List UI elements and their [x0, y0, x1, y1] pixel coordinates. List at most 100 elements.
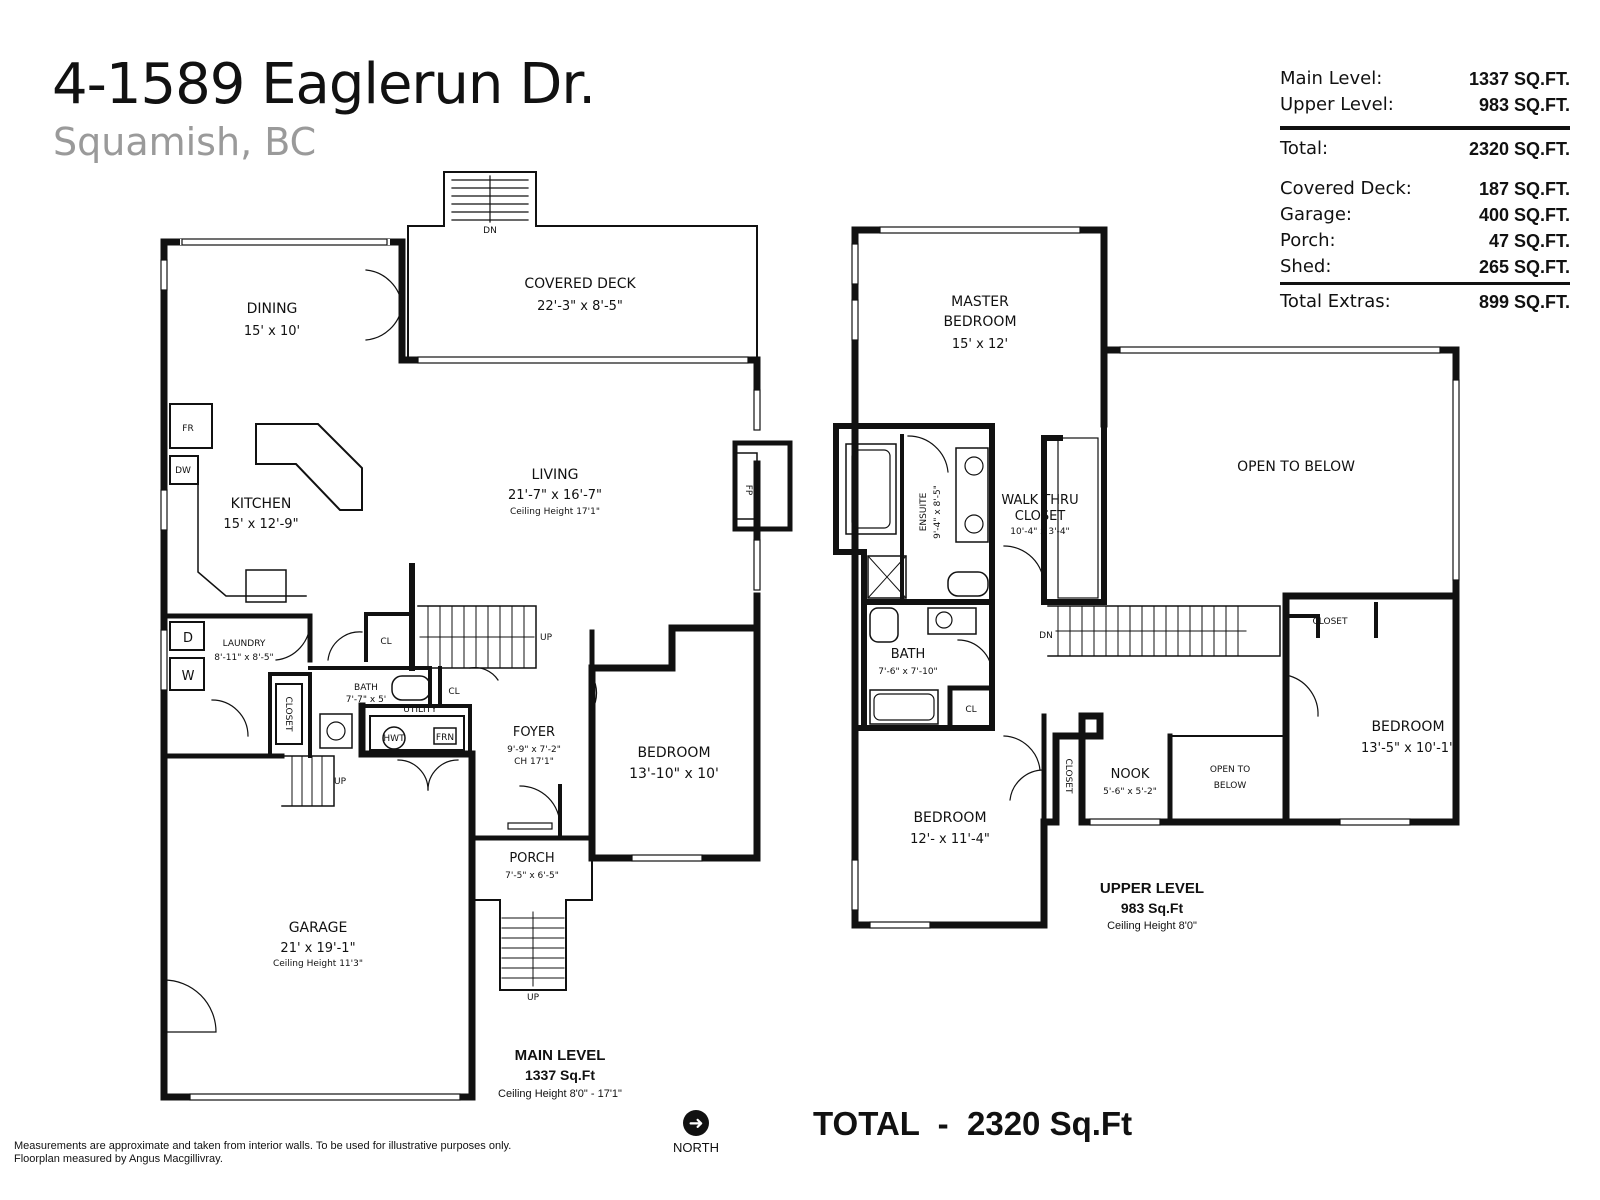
- walk-thru-dims: 10'-4" x 3'-4": [1010, 527, 1069, 537]
- area-label: Total:: [1280, 138, 1329, 159]
- area-label: Shed:: [1280, 256, 1332, 277]
- master-dims: 15' x 12': [952, 337, 1008, 352]
- foyer-ceiling: CH 17'1": [514, 757, 554, 767]
- master-name-1: MASTER: [951, 294, 1009, 310]
- area-value: 400 SQ.FT.: [1478, 205, 1570, 225]
- garage-dims: 21' x 19'-1": [280, 941, 355, 956]
- open-small-name-2: BELOW: [1214, 781, 1247, 791]
- disclaimer: Measurements are approximate and taken f…: [14, 1140, 511, 1166]
- upper-level-title: UPPER LEVEL: [1100, 880, 1204, 897]
- total-area-label: TOTAL - 2320 Sq.Ft: [813, 1105, 1133, 1142]
- main-closet-label: CLOSET: [283, 697, 293, 732]
- main-bath-dims: 7'-7" x 5': [346, 695, 387, 705]
- area-row-main: Main Level: 1337 SQ.FT.: [1280, 66, 1570, 92]
- open-small-name-1: OPEN TO: [1210, 765, 1250, 775]
- area-value: 47 SQ.FT.: [1488, 231, 1570, 251]
- area-value: 899 SQ.FT.: [1478, 292, 1570, 312]
- area-value: 1337 SQ.FT.: [1468, 69, 1570, 89]
- main-level-ceiling: Ceiling Height 8'0" - 17'1": [498, 1088, 622, 1100]
- hwt-label: HWT: [383, 734, 405, 744]
- ensuite-dims: 9'-4" x 8'-5": [933, 485, 943, 539]
- area-label: Porch:: [1280, 230, 1336, 251]
- living-dims: 21'-7" x 16'-7": [508, 488, 602, 503]
- dishwasher-label: DW: [175, 466, 191, 476]
- property-address: 4-1589 Eaglerun Dr.: [52, 52, 596, 117]
- kitchen-name: KITCHEN: [231, 496, 292, 512]
- upper-bedroom-left-dims: 12'- x 11'-4": [910, 832, 990, 847]
- main-cl-label-2: CL: [448, 687, 459, 697]
- area-label: Garage:: [1280, 204, 1352, 225]
- kitchen-dims: 15' x 12'-9": [223, 517, 298, 532]
- north-indicator: ➜ NORTH: [666, 1110, 726, 1155]
- living-name: LIVING: [532, 467, 579, 483]
- divider: [1280, 282, 1570, 285]
- area-summary-table: Main Level: 1337 SQ.FT. Upper Level: 983 S…: [1280, 66, 1570, 315]
- dryer-label: D: [183, 631, 193, 646]
- area-row-porch: Porch: 47 SQ.FT.: [1280, 228, 1570, 254]
- area-value: 265 SQ.FT.: [1478, 257, 1570, 277]
- disclaimer-line-1: Measurements are approximate and taken f…: [14, 1140, 512, 1152]
- walk-thru-name-1: WALK THRU: [1001, 493, 1078, 508]
- north-arrow-icon: ➜: [683, 1110, 709, 1136]
- main-level-windows: [160, 238, 761, 1101]
- north-label: NORTH: [673, 1140, 719, 1155]
- upper-level-area: 983 Sq.Ft: [1121, 900, 1184, 916]
- main-cl-label-1: CL: [380, 637, 391, 647]
- nook-dims: 5'-6" x 5'-2": [1103, 787, 1157, 797]
- divider: [1280, 126, 1570, 130]
- area-label: Covered Deck:: [1280, 178, 1412, 199]
- nook-name: NOOK: [1111, 767, 1150, 782]
- main-level-area: 1337 Sq.Ft: [525, 1067, 595, 1083]
- deck-stairs-dn: DN: [483, 226, 497, 236]
- upper-bedroom-right-dims: 13'-5" x 10'-1": [1361, 741, 1455, 756]
- area-row-shed: Shed: 265 SQ.FT.: [1280, 254, 1570, 280]
- main-stairs-up: UP: [540, 633, 553, 643]
- laundry-name: LAUNDRY: [223, 639, 266, 649]
- property-city: Squamish, BC: [53, 120, 317, 164]
- garage-name: GARAGE: [289, 920, 348, 936]
- covered-deck-name: COVERED DECK: [524, 276, 636, 292]
- open-to-below-name: OPEN TO BELOW: [1237, 459, 1355, 475]
- upper-cl-label: CL: [965, 705, 976, 715]
- porch-dims: 7'-5" x 6'-5": [505, 871, 559, 881]
- area-row-deck: Covered Deck: 187 SQ.FT.: [1280, 176, 1570, 202]
- garage-stairs-up: UP: [334, 777, 347, 787]
- upper-closet-side-label: CLOSET: [1063, 759, 1073, 794]
- area-row-total: Total:2320 SQ.FT.: [1280, 136, 1570, 162]
- upper-level-ceiling: Ceiling Height 8'0": [1107, 920, 1197, 932]
- living-ceiling: Ceiling Height 17'1": [510, 507, 600, 517]
- foyer-dims: 9'-9" x 7'-2": [507, 745, 561, 755]
- covered-deck-dims: 22'-3" x 8'-5": [537, 299, 623, 314]
- upper-bath-name: BATH: [891, 647, 926, 662]
- master-name-2: BEDROOM: [943, 314, 1016, 330]
- area-value: 983 SQ.FT.: [1478, 95, 1570, 115]
- fireplace-label: FP: [743, 485, 753, 496]
- laundry-dims: 8'-11" x 8'-5": [214, 653, 273, 663]
- upper-bath-dims: 7'-6" x 7'-10": [878, 667, 937, 677]
- area-label: Main Level:: [1280, 68, 1383, 89]
- main-bath-name: BATH: [354, 683, 378, 693]
- washer-label: W: [182, 669, 195, 684]
- area-label: Upper Level:: [1280, 94, 1394, 115]
- porch-name: PORCH: [509, 851, 554, 866]
- garage-ceiling: Ceiling Height 11'3": [273, 959, 363, 969]
- upper-stairs-dn: DN: [1039, 631, 1053, 641]
- ensuite-name: ENSUITE: [919, 492, 929, 531]
- utility-name: UTILITY: [403, 705, 437, 715]
- dining-dims: 15' x 10': [244, 324, 300, 339]
- upper-bedroom-left-name: BEDROOM: [913, 810, 986, 826]
- upper-bedroom-right-name: BEDROOM: [1371, 719, 1444, 735]
- main-level-title: MAIN LEVEL: [515, 1047, 606, 1064]
- area-row-upper: Upper Level: 983 SQ.FT.: [1280, 92, 1570, 118]
- upper-closet-top-label: CLOSET: [1313, 617, 1348, 627]
- disclaimer-line-2: Floorplan measured by Angus Macgillivray…: [14, 1153, 223, 1165]
- main-bedroom-name: BEDROOM: [637, 745, 710, 761]
- area-value: 187 SQ.FT.: [1478, 179, 1570, 199]
- dining-name: DINING: [247, 301, 298, 317]
- fridge-label: FR: [182, 424, 193, 434]
- foyer-name: FOYER: [513, 725, 555, 740]
- furnace-label: FRN: [436, 733, 454, 743]
- main-bedroom-dims: 13'-10" x 10': [629, 766, 719, 782]
- area-row-garage: Garage: 400 SQ.FT.: [1280, 202, 1570, 228]
